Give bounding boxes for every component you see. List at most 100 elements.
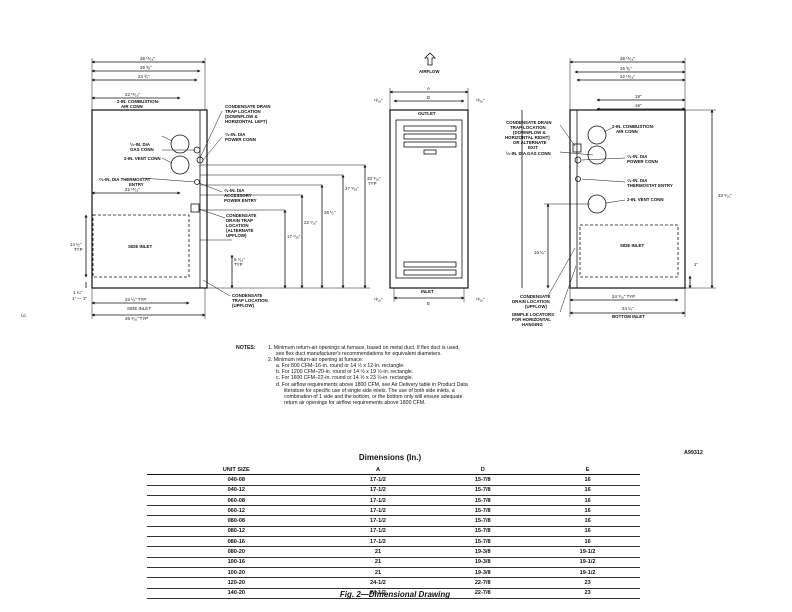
label-r-drain-1: CONDENSATE: [520, 294, 550, 299]
dim-bottom-left: 1 ¹⁄₄": [73, 290, 83, 295]
cell-a: 17-1/2: [325, 485, 431, 496]
right-vent-conn-icon: [587, 194, 607, 214]
table-title: Dimensions (In.): [358, 453, 422, 462]
cell-d: 15-7/8: [430, 505, 536, 517]
label-vent-conn: 2-IN. VENT CONN: [124, 156, 161, 161]
dim-v1-typ: TYP: [368, 181, 377, 186]
label-alt-trap-2: DRAIN TRAP: [226, 218, 253, 223]
dim-d: D: [427, 95, 430, 100]
cell-unit-size: 140-20: [147, 588, 326, 599]
label-accessory-2: ACCESSORY: [224, 193, 252, 198]
cell-a: 17-1/2: [325, 495, 431, 507]
dim-v4: 22 ⁷⁄₁₆": [304, 220, 318, 225]
label-airflow: AIRFLOW: [419, 69, 440, 74]
table-row: 080-16 17-1/2 15-7/8 16: [147, 536, 640, 548]
cell-unit-size: 100-20: [147, 567, 326, 579]
cell-d: 15-7/8: [430, 515, 536, 527]
center-view-text: AIRFLOW A D ¹³⁄₁₆" ¹³⁄₁₆" OUTLET INLET E…: [374, 69, 485, 306]
note-line: b. For 1200 CFM–20-in. round or 14 ½ x 1…: [276, 369, 414, 376]
left-side-view: [84, 58, 370, 319]
table-row: 060-12 17-1/2 15-7/8 16: [147, 505, 640, 517]
cell-d: 19-3/8: [430, 567, 536, 579]
left-view-text: 28 ¹⁵⁄₁₆" 26 ³⁄₈" 24 ³⁄₄" 22 ¹⁵⁄₁₆" 22 ¹…: [70, 56, 381, 321]
drawing-code: A99312: [684, 450, 703, 456]
dim-v3: 26 ¹⁄₂": [324, 210, 336, 215]
cell-unit-size: 040-08: [147, 474, 326, 486]
label-r-trap-5: OR ALTERNATE: [513, 140, 547, 145]
cell-a: 17-1/2: [325, 515, 431, 527]
label-r-trap-2: TRAP LOCATION: [510, 125, 546, 130]
dim-left-top4: 22 ¹⁵⁄₁₆": [125, 92, 140, 97]
cell-unit-size: 100-16: [147, 557, 326, 568]
note-line: literature for specific use of single si…: [284, 387, 455, 394]
cell-a: 24-1/2: [325, 588, 431, 599]
cell-unit-size: 060-08: [147, 495, 326, 507]
dim-bottom-left2: 1" — 1": [72, 296, 87, 301]
dim-inlet-typ: TYP: [74, 247, 83, 252]
right-side-view: [521, 58, 716, 317]
label-thermostat-1: ⁷⁄₈-IN. DIA THERMOSTAT: [99, 177, 151, 182]
cell-e: 16: [535, 536, 640, 548]
cell-d: 15-7/8: [430, 495, 536, 507]
cell-e: 16: [535, 526, 640, 538]
cell-d: 15-7/8: [430, 474, 536, 486]
combustion-air-conn-icon: [170, 134, 190, 154]
label-dimple-2: FOR HORIZONTAL: [512, 317, 551, 322]
dim-v2: 27 ⁹⁄₁₆": [345, 186, 359, 191]
cell-e: 16: [535, 485, 640, 496]
table-row: 060-08 17-1/2 15-7/8 16: [147, 495, 640, 507]
label-accessory-3: POWER ENTRY: [224, 198, 257, 203]
note-line: a. For 800 CFM–16-in. round or 14 ½ x 12…: [276, 363, 405, 370]
label-r-thermo-2: THERMOSTAT ENTRY: [627, 183, 673, 188]
dim-a: A: [427, 86, 430, 91]
cell-e: 19-1/2: [535, 557, 640, 568]
dim-inlet-height: 14 ¹⁄₂": [70, 242, 82, 247]
label-alt-trap-4: (ALTERNATE: [226, 228, 253, 233]
label-cond-trap-4: HORIZONTAL LEFT): [225, 119, 268, 124]
dim-left-top2: 26 ³⁄₈": [140, 65, 152, 70]
cell-e: 19-1/2: [535, 546, 640, 558]
dim-e: E: [427, 301, 430, 306]
page-edge-mark: ω: [21, 313, 26, 319]
dim-side-left-b: ¹³⁄₁₆": [374, 297, 383, 302]
table-row: 120-20 24-1/2 22-7/8 23: [147, 577, 640, 589]
table-row: 100-16 21 19-3/8 19-1/2: [147, 557, 640, 568]
cell-a: 21: [325, 567, 431, 579]
cell-e: 16: [535, 474, 640, 486]
cell-d: 15-7/8: [430, 485, 536, 496]
label-thermostat-2: ENTRY: [129, 182, 144, 187]
table-row: 140-20 24-1/2 22-7/8 23: [147, 588, 640, 599]
dim-side-right-b: ¹³⁄₁₆": [476, 297, 485, 302]
cell-e: 19-1/2: [535, 567, 640, 579]
right-view-text: 28 ¹⁵⁄₁₆" 26 ³⁄₈" 22 ¹⁵⁄₁₆" 19" 16" COND…: [505, 56, 732, 327]
dim-left-mid: 22 ¹⁵⁄₁₆": [125, 187, 140, 192]
label-dimple-3: HANGING: [522, 322, 543, 327]
table-row: 040-08 17-1/2 15-7/8 16: [147, 474, 640, 486]
label-alt-trap-5: UPFLOW): [226, 233, 247, 238]
note-line: c. For 1600 CFM–22-in. round or 14 ½ x 2…: [276, 375, 413, 382]
dim-v5: 17 ⁷⁄₁₆": [287, 234, 301, 239]
table-row: 100-20 21 19-3/8 19-1/2: [147, 567, 640, 579]
cell-unit-size: 120-20: [147, 577, 326, 589]
label-r-drain-3: (UPFLOW): [525, 304, 547, 309]
right-power-conn-icon: [574, 156, 582, 164]
dim-r-bottom1: 24 ⁵⁄₁₆" TYP: [612, 294, 635, 299]
table-row: 040-12 17-1/2 15-7/8 16: [147, 485, 640, 496]
dim-r-vertical: 33 ⁵⁄₁₆": [718, 193, 732, 198]
label-upflow-trap-1: CONDENSATE: [232, 293, 262, 298]
cell-a: 24-1/2: [325, 577, 431, 589]
note-line: 1. Minimum return-air openings at furnac…: [268, 345, 460, 351]
label-alt-trap-1: CONDENSATE: [226, 213, 256, 218]
label-side-inlet-left: SIDE INLET: [128, 244, 152, 249]
dim-bottom2: 26 ⁹⁄₁₆" TYP: [125, 316, 148, 321]
table-row: 080-20 21 19-3/8 19-1/2: [147, 546, 640, 558]
notes-header: NOTES:: [236, 345, 256, 351]
label-gas-conn-1: ¹⁄₂-IN. DIA: [130, 142, 151, 147]
label-combustion-air-2: AIR CONN: [121, 104, 143, 109]
cell-d: 19-3/8: [430, 546, 536, 558]
cell-unit-size: 080-08: [147, 515, 326, 527]
cell-a: 17-1/2: [325, 526, 431, 538]
dim-right-top4: 19": [635, 94, 642, 99]
col-a: A: [325, 465, 431, 476]
